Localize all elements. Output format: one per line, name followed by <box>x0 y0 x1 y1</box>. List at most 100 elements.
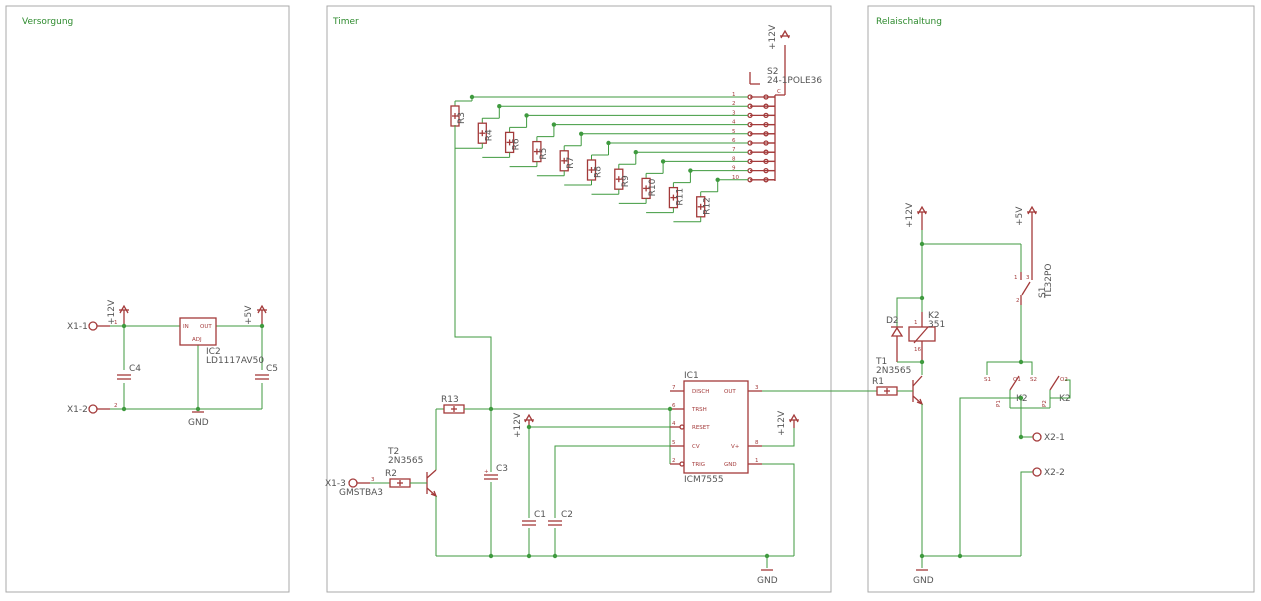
svg-text:3: 3 <box>371 477 375 483</box>
label-x2-2: X2-2 <box>1044 468 1065 478</box>
svg-text:DISCH: DISCH <box>692 389 709 395</box>
resistor-r3: R3 <box>450 94 748 127</box>
svg-text:OUT: OUT <box>724 389 736 395</box>
svg-text:5: 5 <box>672 440 676 446</box>
svg-text:TRSH: TRSH <box>691 407 707 413</box>
resistor-r6: R6 <box>482 113 748 158</box>
svg-text:3: 3 <box>1026 275 1030 281</box>
label-ic1-value: ICM7555 <box>684 475 724 485</box>
label-v5-relay: +5V <box>1015 206 1025 226</box>
svg-text:P1: P1 <box>996 400 1002 407</box>
label-r10: R10 <box>648 178 658 196</box>
label-t1-value: 2N3565 <box>876 366 911 376</box>
switch-pin-label: 2 <box>732 101 736 107</box>
terminal-x1-1 <box>88 321 98 331</box>
label-r4: R4 <box>484 129 494 141</box>
label-c3: C3 <box>496 464 508 474</box>
svg-text:ADJ: ADJ <box>192 337 202 343</box>
label-gnd-relay: GND <box>913 576 934 586</box>
svg-text:1: 1 <box>755 458 759 464</box>
label-r5: R5 <box>539 148 549 160</box>
switch-pin-label: 6 <box>732 138 736 144</box>
svg-text:V+: V+ <box>731 444 740 450</box>
svg-text:C: C <box>777 89 781 95</box>
switch-pin-label: 5 <box>732 129 736 135</box>
svg-text:8: 8 <box>755 440 759 446</box>
svg-text:16: 16 <box>914 347 921 353</box>
terminal-x2-1 <box>1032 432 1042 442</box>
svg-text:O2: O2 <box>1060 377 1068 383</box>
resistor-r4: R4 <box>455 104 748 149</box>
label-c2: C2 <box>561 510 573 520</box>
svg-text:S2: S2 <box>1030 377 1037 383</box>
supply-circuit: X1-1 X1-2 1 2 +12V C4 C5 IN OUT ADJ IC2 … <box>67 299 278 428</box>
label-s2: S2 <box>767 67 778 77</box>
label-s1: S1 <box>1038 287 1048 298</box>
svg-text:RESET: RESET <box>692 425 710 431</box>
relay-frame <box>867 5 1255 593</box>
label-r7: R7 <box>566 157 576 169</box>
svg-text:1: 1 <box>1014 275 1018 281</box>
svg-text:GND: GND <box>724 462 737 468</box>
label-c1: C1 <box>534 510 546 520</box>
timer-frame <box>326 5 832 593</box>
label-v5-supply: +5V <box>244 305 254 325</box>
regulator-ic2 <box>179 317 217 346</box>
label-r11: R11 <box>675 188 685 206</box>
label-r13: R13 <box>441 395 459 405</box>
terminal-x1-2 <box>88 404 98 414</box>
label-s1-value: TL32PO <box>1044 264 1054 299</box>
label-r12: R12 <box>703 197 713 215</box>
label-r3: R3 <box>457 112 467 124</box>
label-t2-value: 2N3565 <box>388 456 423 466</box>
rotary-switch-s2: +12V S2 24-1POLE36 C <box>749 24 822 181</box>
label-k2-value: 351 <box>928 320 945 330</box>
label-x1-1: X1-1 <box>67 322 88 332</box>
label-gnd-timer: GND <box>757 576 778 586</box>
resistor-r7: R7 <box>536 131 748 177</box>
switch-pin-label: 8 <box>732 156 736 162</box>
resistor-r8: R8 <box>564 140 748 186</box>
svg-text:1: 1 <box>914 320 918 326</box>
svg-text:1: 1 <box>114 320 118 326</box>
svg-text:S1: S1 <box>984 377 991 383</box>
label-s2-value: 24-1POLE36 <box>767 76 822 86</box>
label-v12-reset: +12V <box>513 412 523 438</box>
switch-pin-label: 3 <box>732 110 736 116</box>
label-r9: R9 <box>621 175 631 187</box>
section-title-relay: Relaischaltung <box>876 17 942 27</box>
svg-text:3: 3 <box>755 385 759 391</box>
resistor-r9: R9 <box>591 150 748 195</box>
svg-text:CV: CV <box>692 444 700 450</box>
terminal-x2-2 <box>1032 467 1042 477</box>
svg-text:7: 7 <box>672 385 676 391</box>
section-title-timer: Timer <box>332 17 359 27</box>
label-v12-vplus: +12V <box>777 410 787 436</box>
label-x2-1: X2-1 <box>1044 433 1065 443</box>
label-x1-3: X1-3 <box>325 479 346 489</box>
label-c4: C4 <box>129 364 141 374</box>
label-r6: R6 <box>512 138 522 150</box>
label-x1-2: X1-2 <box>67 405 88 415</box>
relay-circuit: +12V +5V 1 3 2 S1 TL32PO D2 <box>872 202 1071 586</box>
section-title-supply: Versorgung <box>22 17 73 27</box>
label-ic1: IC1 <box>684 371 699 381</box>
switch-pin-label: 7 <box>732 147 736 153</box>
switch-s1: 1 3 2 S1 TL32PO <box>1014 244 1054 362</box>
switch-pin-label: 10 <box>732 175 739 181</box>
svg-text:2: 2 <box>672 458 676 464</box>
label-v12-relay: +12V <box>905 202 915 228</box>
label-d2: D2 <box>886 316 899 326</box>
label-v12-switch: +12V <box>768 24 778 50</box>
switch-pin-label: 4 <box>732 120 736 126</box>
label-r1: R1 <box>872 377 884 387</box>
svg-text:2: 2 <box>1016 298 1020 304</box>
label-k2-contact-b: K2 <box>1059 394 1071 404</box>
label-gnd-supply: GND <box>188 418 209 428</box>
terminal-x1-3 <box>348 478 358 488</box>
label-ic2: IC2 <box>206 347 221 357</box>
label-v12-supply: +12V <box>107 299 117 325</box>
svg-text:IN: IN <box>183 324 189 330</box>
